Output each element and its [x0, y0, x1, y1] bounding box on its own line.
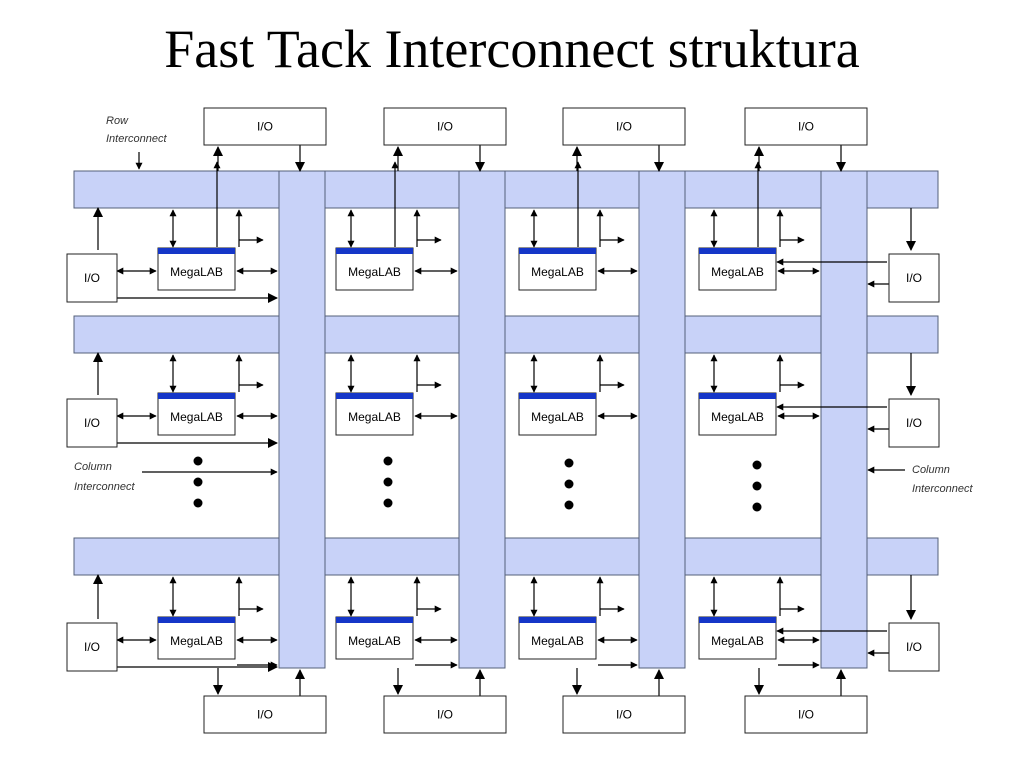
megalab-header-bar	[336, 248, 413, 254]
slide-title: Fast Tack Interconnect struktura	[164, 19, 860, 79]
io-block-bottom-1-label: I/O	[257, 708, 273, 722]
ellipsis-dot	[193, 477, 203, 487]
megalab-header-bar	[699, 393, 776, 399]
ellipsis-dot	[383, 498, 393, 508]
ellipsis-dot	[752, 481, 762, 491]
megalab-label: MegaLAB	[170, 265, 223, 279]
io-block-right-3	[888, 622, 940, 672]
io-block-left-2-label: I/O	[84, 416, 100, 430]
io-block-right-3-label: I/O	[906, 640, 922, 654]
io-block-right-1-label: I/O	[906, 271, 922, 285]
megalab-label: MegaLAB	[531, 634, 584, 648]
blocks	[66, 107, 940, 734]
megalab-header-bar	[699, 617, 776, 623]
megalab-header-bar	[158, 617, 235, 623]
io-block-bottom-1	[203, 695, 327, 734]
row-interconnect-label-2: Interconnect	[106, 133, 167, 145]
io-block-top-4-label: I/O	[798, 120, 814, 134]
text-labels: I/O I/O I/O I/O I/O I/O I/O I/O I/O I/O MegaLAB Meg…	[74, 115, 973, 722]
megalab-block-r3c4	[698, 616, 777, 660]
megalab-block-r1c2	[335, 247, 414, 291]
row-interconnect-bus-3	[73, 537, 939, 576]
io-block-bottom-4	[744, 695, 868, 734]
io-block-left-1-label: I/O	[84, 271, 100, 285]
megalab-header-bar	[336, 617, 413, 623]
io-block-right-2	[888, 398, 940, 448]
io-block-top-4	[744, 107, 868, 146]
megalab-header-bar	[158, 248, 235, 254]
column-interconnect-bus-3	[638, 170, 686, 669]
column-interconnect-bus-2	[458, 170, 506, 669]
ellipsis-dot	[383, 477, 393, 487]
megalab-header-bar	[699, 248, 776, 254]
megalab-header-bar	[158, 393, 235, 399]
io-block-top-3-label: I/O	[616, 120, 632, 134]
row-interconnect-bus-1	[73, 170, 939, 209]
ellipsis-dot	[564, 500, 574, 510]
megalab-header-bar	[519, 248, 596, 254]
megalab-block-r2c1	[157, 392, 236, 436]
megalab-label: MegaLAB	[348, 265, 401, 279]
megalab-block-r2c4	[698, 392, 777, 436]
megalab-label: MegaLAB	[711, 410, 764, 424]
megalab-block-r2c3	[518, 392, 597, 436]
row-interconnect-buses	[73, 170, 939, 576]
io-block-top-2-label: I/O	[437, 120, 453, 134]
io-block-bottom-3	[562, 695, 686, 734]
ellipsis-dot	[193, 456, 203, 466]
megalab-header-bar	[519, 617, 596, 623]
megalab-block-r1c3	[518, 247, 597, 291]
megalab-label: MegaLAB	[170, 634, 223, 648]
megalab-block-r2c2	[335, 392, 414, 436]
ellipsis-dot	[383, 456, 393, 466]
row-interconnect-bus-2	[73, 315, 939, 354]
column-interconnect-bus-4	[820, 170, 868, 669]
io-block-top-3	[562, 107, 686, 146]
io-block-right-2-label: I/O	[906, 416, 922, 430]
megalab-block-r3c2	[335, 616, 414, 660]
megalab-header-bar	[519, 393, 596, 399]
megalab-label: MegaLAB	[711, 634, 764, 648]
ellipsis-dot	[564, 479, 574, 489]
ellipsis-dot	[752, 460, 762, 470]
column-interconnect-buses	[278, 170, 868, 669]
column-interconnect-bus-1	[278, 170, 326, 669]
megalab-label: MegaLAB	[348, 410, 401, 424]
megalab-label: MegaLAB	[531, 265, 584, 279]
column-interconnect-left-label-2: Interconnect	[74, 481, 135, 493]
connection-wires	[93, 145, 916, 696]
megalab-label: MegaLAB	[348, 634, 401, 648]
io-block-right-1	[888, 253, 940, 303]
megalab-block-r1c1	[157, 247, 236, 291]
io-block-top-2	[383, 107, 507, 146]
column-interconnect-right-label-1: Column	[912, 464, 950, 476]
io-block-bottom-3-label: I/O	[616, 708, 632, 722]
io-block-left-1	[66, 253, 118, 303]
column-interconnect-right-label-2: Interconnect	[912, 483, 973, 495]
ellipsis-dot	[752, 502, 762, 512]
io-block-left-3	[66, 622, 118, 672]
row-interconnect-label-1: Row	[106, 115, 129, 127]
io-block-bottom-4-label: I/O	[798, 708, 814, 722]
io-block-top-1-label: I/O	[257, 120, 273, 134]
io-block-bottom-2	[383, 695, 507, 734]
io-block-left-2	[66, 398, 118, 448]
ellipsis-dot	[193, 498, 203, 508]
io-block-bottom-2-label: I/O	[437, 708, 453, 722]
megalab-header-bar	[336, 393, 413, 399]
ellipsis-dot	[564, 458, 574, 468]
column-interconnect-left-label-1: Column	[74, 461, 112, 473]
megalab-label: MegaLAB	[170, 410, 223, 424]
megalab-label: MegaLAB	[711, 265, 764, 279]
megalab-block-r1c4	[698, 247, 777, 291]
megalab-label: MegaLAB	[531, 410, 584, 424]
io-block-top-1	[203, 107, 327, 146]
megalab-block-r3c1	[157, 616, 236, 660]
io-block-left-3-label: I/O	[84, 640, 100, 654]
